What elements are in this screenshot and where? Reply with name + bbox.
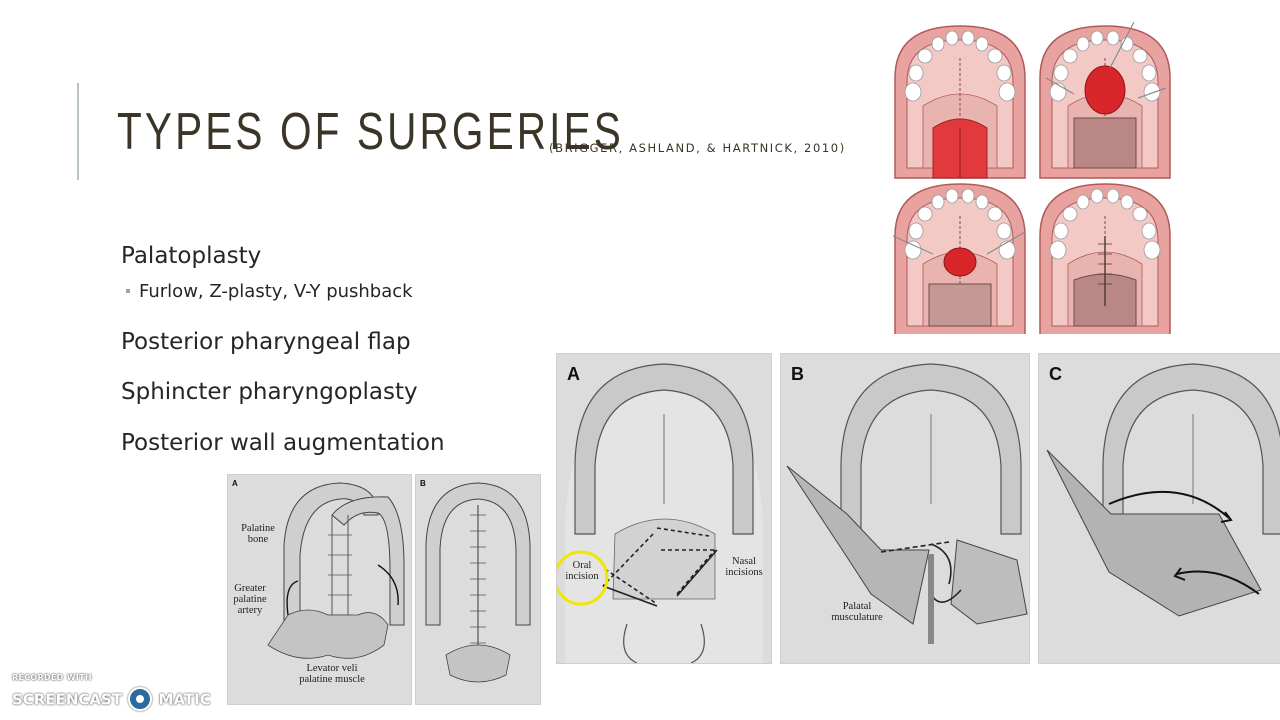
title-accent-rule bbox=[77, 83, 79, 180]
palate-step-3 bbox=[892, 183, 1026, 337]
bullet-palatoplasty: Palatoplasty bbox=[121, 243, 262, 269]
pushback-figure-panel-a: A Palatine bone Greater palatine artery … bbox=[227, 474, 412, 705]
screencast-o-icon bbox=[128, 687, 153, 711]
furlow-figure-panel-a: A Oral incision Nasal incisions bbox=[556, 353, 772, 664]
slide-title: TYPES OF SURGERIES bbox=[117, 103, 624, 161]
greater-palatine-artery-label: Greater palatine artery bbox=[233, 583, 267, 616]
recorded-with-label: RECORDED WITH bbox=[12, 673, 92, 682]
screencast-text: SCREENCAST bbox=[12, 690, 123, 709]
furlow-panel-a-svg bbox=[557, 363, 763, 663]
palate-step-2 bbox=[1039, 21, 1171, 179]
bullet-palatoplasty-sub: Furlow, Z-plasty, V-Y pushback bbox=[139, 281, 413, 302]
palatal-musculature-label: Palatal musculature bbox=[831, 601, 883, 623]
furlow-figure-panel-b: B Palatal musculature bbox=[780, 353, 1030, 664]
levator-muscle-label: Levator veli palatine muscle bbox=[299, 663, 365, 685]
pushback-panel-b-svg bbox=[425, 482, 531, 683]
pushback-figure-panel-b: B bbox=[415, 474, 541, 705]
small-panel-b-letter: B bbox=[420, 479, 426, 488]
palate-step-4 bbox=[1039, 183, 1171, 337]
furlow-figure-panel-c: C bbox=[1038, 353, 1280, 664]
bullet-sphincter-pharyngoplasty: Sphincter pharyngoplasty bbox=[121, 379, 418, 405]
bullet-posterior-pharyngeal-flap: Posterior pharyngeal flap bbox=[121, 329, 411, 355]
small-panel-a-letter: A bbox=[232, 479, 238, 488]
sub-bullet-marker bbox=[126, 289, 130, 293]
bullet-posterior-wall-augmentation: Posterior wall augmentation bbox=[121, 430, 445, 456]
pushback-panel-a-svg bbox=[267, 482, 405, 659]
palatine-bone-label: Palatine bone bbox=[241, 523, 275, 545]
slide-citation: (BRIGGER, ASHLAND, & HARTNICK, 2010) bbox=[549, 141, 846, 155]
palate-illustration-svg bbox=[892, 21, 1171, 337]
screencast-watermark: SCREENCAST MATIC bbox=[12, 687, 211, 712]
matic-text: MATIC bbox=[158, 690, 211, 709]
furlow-panel-c-svg bbox=[1046, 363, 1280, 617]
oral-incision-label: Oral incision bbox=[565, 560, 599, 582]
panel-b-letter: B bbox=[791, 364, 804, 384]
palate-step-1 bbox=[894, 25, 1026, 179]
furlow-panel-b-svg bbox=[786, 363, 1028, 644]
panel-a-letter: A bbox=[567, 364, 580, 384]
panel-c-letter: C bbox=[1049, 364, 1062, 384]
palate-illustration-grid bbox=[892, 18, 1178, 337]
nasal-incisions-label: Nasal incisions bbox=[725, 556, 763, 578]
